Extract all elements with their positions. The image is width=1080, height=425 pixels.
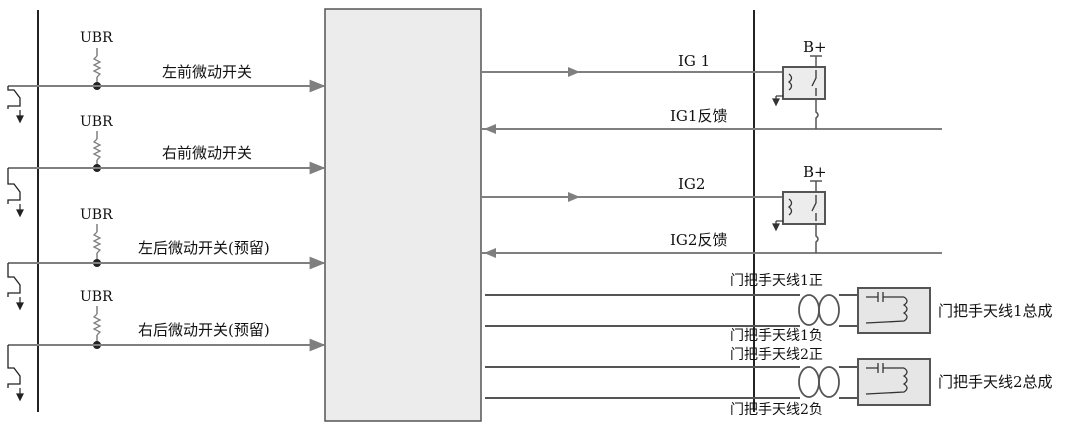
relay-contact xyxy=(811,195,817,221)
microswitch xyxy=(7,263,21,297)
ubr-label: UBR xyxy=(80,289,113,305)
twisted-pair-loop xyxy=(798,366,820,398)
output-arrow xyxy=(568,192,580,202)
input-label: 左前微动开关 xyxy=(162,63,252,81)
relay-contact xyxy=(811,70,817,96)
antenna-assembly-box xyxy=(857,287,931,334)
output-ig2: IG2 IG2反馈 B+ xyxy=(482,163,942,258)
antenna-coil xyxy=(865,367,908,395)
ubr-label: UBR xyxy=(80,30,113,46)
input-label: 右后微动开关(预留) xyxy=(138,321,270,339)
relay-coil xyxy=(787,73,793,91)
controller-module xyxy=(324,8,482,422)
ground-arrow xyxy=(772,221,780,232)
microswitch xyxy=(7,345,21,388)
twisted-pair-loop xyxy=(818,366,840,398)
ground-arrow xyxy=(16,110,24,124)
antenna-coil xyxy=(865,296,908,324)
antenna-pos-label: 门把手天线2正 xyxy=(730,347,823,363)
ground-arrow xyxy=(772,96,780,107)
microswitch xyxy=(7,168,21,204)
b-plus-label: B+ xyxy=(803,38,827,56)
pullup-resistor xyxy=(92,138,102,161)
ground-arrow xyxy=(16,388,24,402)
relay-coil xyxy=(787,198,793,216)
output-arrow xyxy=(568,67,580,77)
input-label: 右前微动开关 xyxy=(162,144,252,162)
input-channel-2: UBR 右前微动开关 xyxy=(7,114,326,218)
antenna-pos-label: 门把手天线1正 xyxy=(730,273,823,289)
input-channel-4: UBR 右后微动开关(预留) xyxy=(7,289,326,402)
ubr-label: UBR xyxy=(80,114,113,130)
antenna-assembly-label: 门把手天线1总成 xyxy=(938,302,1053,320)
feedback-arrow xyxy=(484,248,496,258)
ig2-feedback-label: IG2反馈 xyxy=(670,231,727,249)
ubr-label: UBR xyxy=(80,207,113,223)
input-label: 左后微动开关(预留) xyxy=(138,239,270,257)
pullup-resistor xyxy=(92,55,102,78)
ig2-label: IG2 xyxy=(678,175,705,193)
antenna-capacitor xyxy=(866,363,904,373)
twisted-pair-loop xyxy=(818,294,840,326)
microswitch xyxy=(7,86,21,109)
antenna-2: 门把手天线2正 门把手天线2负 门把手天线2总成 xyxy=(485,347,1053,418)
antenna-1: 门把手天线1正 门把手天线1负 门把手天线1总成 xyxy=(485,273,1053,344)
b-plus-label: B+ xyxy=(803,163,827,181)
pullup-resistor xyxy=(92,231,102,254)
input-channel-1: UBR 左前微动开关 xyxy=(7,30,326,124)
antenna-assembly-box xyxy=(857,358,931,406)
feedback-arrow xyxy=(484,124,496,134)
input-channel-3: UBR 左后微动开关(预留) xyxy=(7,207,326,311)
antenna-neg-label: 门把手天线1负 xyxy=(730,328,823,344)
antenna-neg-label: 门把手天线2负 xyxy=(730,402,823,418)
ground-arrow xyxy=(16,297,24,311)
antenna-capacitor xyxy=(866,292,904,302)
ground-arrow xyxy=(16,204,24,218)
ig1-label: IG 1 xyxy=(678,52,710,70)
antenna-assembly-label: 门把手天线2总成 xyxy=(938,373,1053,391)
ig1-feedback-label: IG1反馈 xyxy=(670,107,727,125)
twisted-pair-loop xyxy=(798,294,820,326)
pullup-resistor xyxy=(92,313,102,336)
output-ig1: IG 1 IG1反馈 B+ xyxy=(482,38,942,134)
